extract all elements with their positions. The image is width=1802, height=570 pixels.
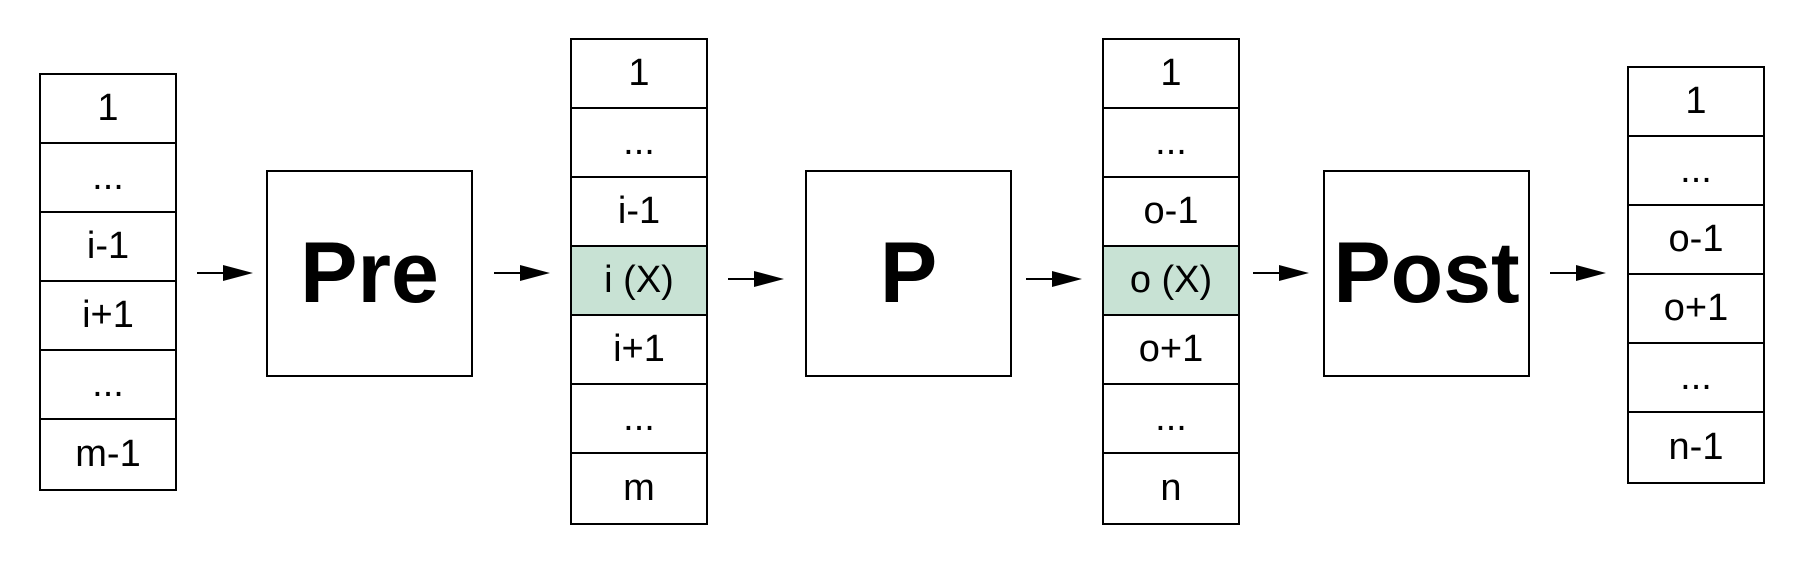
array-cell: o+1 [1629,275,1763,344]
input-array: 1 ... i-1 i+1 ... m-1 [39,73,177,491]
pre-output-array: 1 ... i-1 i (X) i+1 ... m [570,38,708,525]
pre-process-box: Pre [266,170,473,377]
array-cell: o-1 [1629,206,1763,275]
array-cell: ... [572,385,706,454]
array-cell: m [623,467,655,509]
array-cell: n [1160,467,1182,509]
array-cell: ... [41,351,175,420]
array-cell: o-1 [1104,178,1238,247]
array-cell: i+1 [572,316,706,385]
array-cell: n-1 [1668,426,1724,468]
array-cell: i-1 [572,178,706,247]
arrow-icon [728,269,784,289]
array-cell: 1 [1629,68,1763,137]
array-cell: i-1 [41,213,175,282]
array-cell: 1 [1104,40,1238,109]
p-process-box: P [805,170,1012,377]
array-cell: ... [1104,109,1238,178]
arrow-icon [1253,263,1309,283]
array-cell: ... [1629,137,1763,206]
highlighted-array-cell: i (X) [572,247,706,316]
array-cell: ... [1629,344,1763,413]
array-cell: m-1 [75,433,141,475]
arrow-icon [494,263,550,283]
output-array: 1 ... o-1 o+1 ... n-1 [1627,66,1765,484]
arrow-icon [197,263,253,283]
array-cell: o+1 [1104,316,1238,385]
array-cell: ... [41,144,175,213]
array-cell: i+1 [41,282,175,351]
arrow-icon [1026,269,1082,289]
array-cell: ... [572,109,706,178]
array-cell: ... [1104,385,1238,454]
array-cell: 1 [572,40,706,109]
arrow-icon [1550,263,1606,283]
p-output-array: 1 ... o-1 o (X) o+1 ... n [1102,38,1240,525]
array-cell: 1 [41,75,175,144]
post-process-box: Post [1323,170,1530,377]
highlighted-array-cell: o (X) [1104,247,1238,316]
